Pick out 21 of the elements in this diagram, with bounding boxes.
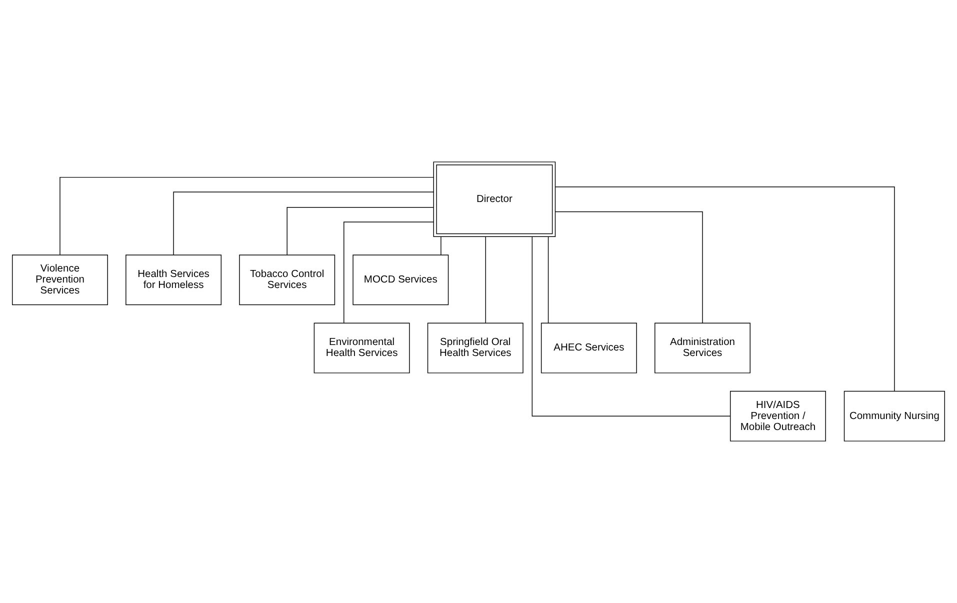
- connector: [440, 236, 442, 256]
- connector: [173, 192, 434, 256]
- connector: [485, 236, 486, 324]
- connector: [60, 176, 434, 256]
- node-box: MOCD Services: [352, 254, 449, 306]
- connector: [555, 211, 703, 324]
- node-box: Violence Prevention Services: [12, 254, 108, 306]
- connector: [555, 186, 895, 392]
- connector: [532, 236, 731, 417]
- connector: [344, 222, 434, 324]
- node-box: HIV/AIDS Prevention / Mobile Outreach: [730, 390, 826, 442]
- node-box: Community Nursing: [844, 390, 946, 442]
- node-box: Tobacco Control Services: [239, 254, 336, 306]
- connector: [286, 206, 434, 256]
- node-box: Springfield Oral Health Services: [427, 322, 524, 374]
- node-box: Director: [433, 162, 556, 238]
- node-box: Administration Services: [654, 322, 750, 374]
- node-box: AHEC Services: [540, 322, 637, 374]
- connector: [548, 236, 549, 324]
- node-box: Health Services for Homeless: [126, 254, 222, 306]
- node-box: Environmental Health Services: [314, 322, 410, 374]
